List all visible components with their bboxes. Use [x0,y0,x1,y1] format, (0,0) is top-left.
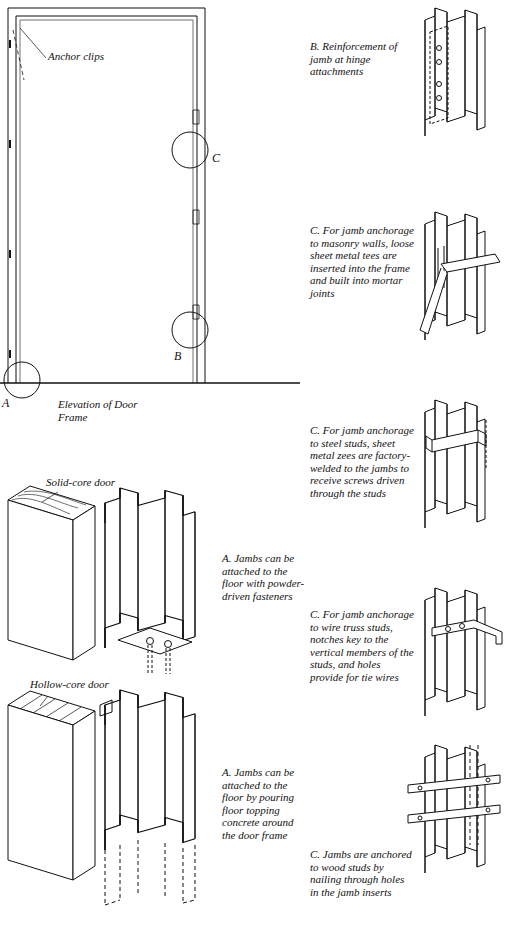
hinge-reinforcement-detail [425,8,485,136]
door-frame-elevation-part [8,8,205,383]
solid-core-door-detail-part [148,645,170,674]
door-frame-elevation-part [9,40,11,358]
wire-truss-strap-detail-part [446,627,451,632]
wood-stud-insert-detail-part [408,805,500,823]
caption-text: Elevation of Door Frame [58,398,158,423]
masonry-tee-detail-part [425,212,485,340]
caption-text: C. For jamb anchorage to wire truss stud… [310,608,414,683]
wire-truss-strap-detail-part [460,624,465,629]
masonry-tee-detail-part [420,268,447,334]
hinge-reinforcement-detail-part [437,60,442,65]
hollow-core-door-detail [8,690,195,905]
solid-core-door-detail-part [147,638,154,645]
hinge-reinforcement-detail-part [437,82,442,87]
wire-truss-strap-detail-part [432,620,502,644]
wood-stud-insert-detail-part [486,808,490,812]
caption-text: Solid-core door [46,476,176,489]
solid-core-door-detail-part [105,488,195,648]
masonry-tee-detail [420,212,500,340]
wire-truss-strap-detail-part [425,588,485,716]
callout-letter: C [212,152,220,165]
wood-stud-insert-detail [408,745,500,873]
caption-text: C. For jamb anchorage to masonry walls, … [310,224,414,299]
solid-core-door-detail-part [118,628,192,654]
door-frame-elevation-part [16,16,197,383]
caption-text: C. Jambs are anchored to wood studs by n… [310,848,412,898]
steel-stud-zee-detail-part [432,430,478,452]
door-frame-elevation-part [0,382,300,383]
caption-text: A. Jambs can be attached to the floor wi… [222,552,306,602]
caption-text: A. Jambs can be attached to the floor by… [222,766,306,841]
hinge-reinforcement-detail-part [425,8,485,136]
steel-stud-zee-detail-part [486,420,487,470]
wood-stud-insert-detail-part [408,775,500,793]
steel-stud-zee-detail-part [425,400,485,528]
masonry-tee-detail-part [441,254,500,272]
hollow-core-door-detail-part [8,705,73,880]
caption-text: Hollow-core door [30,678,160,691]
solid-core-door-detail-part [42,492,58,502]
steel-stud-zee-detail [425,400,486,528]
solid-core-door-detail-part [73,506,95,660]
door-frame-elevation-part [20,20,193,383]
caption-text: B. Reinforcement of jamb at hinge attach… [310,40,412,78]
hinge-reinforcement-detail-part [437,96,442,101]
door-frame-elevation-part [172,132,208,168]
door-frame-elevation-part [20,28,46,58]
hollow-core-door-detail-part [105,840,195,905]
hollow-core-door-detail-part [100,700,112,716]
solid-core-door-detail-part [165,641,172,648]
steel-stud-zee-detail-part [426,430,486,452]
callout-letter: B [174,350,181,363]
hollow-core-door-detail-part [40,696,48,706]
callout-letter: A [2,397,9,410]
hinge-reinforcement-detail-part [437,46,442,51]
wood-stud-insert-detail-part [486,778,490,782]
wire-truss-strap-detail [425,588,502,716]
caption-text: C. For jamb anchorage to steel studs, sh… [310,424,414,499]
hinge-reinforcement-detail-part [430,26,448,124]
solid-core-door-detail-part [8,500,73,660]
wood-stud-insert-detail-part [418,816,422,820]
door-frame-elevation-part [172,312,208,348]
door-frame-elevation-part [4,362,40,398]
hollow-core-door-detail-part [73,711,95,880]
hollow-core-door-detail-part [105,690,195,850]
door-frame-elevation-part [13,30,24,80]
caption-text: Anchor clips [48,50,138,63]
door-frame-elevation [0,8,300,398]
door-frame-elevation-part [193,110,199,319]
wood-stud-insert-detail-part [418,786,422,790]
solid-core-door-detail [8,486,195,674]
